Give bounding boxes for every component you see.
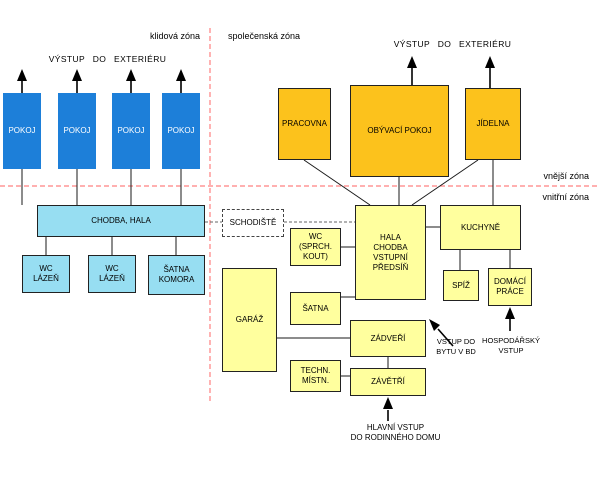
zone-label-social: společenská zóna — [228, 31, 301, 41]
room-schodiste: SCHODIŠTĚ — [222, 209, 284, 237]
room-wc-lazen-2: WC LÁZEŇ — [88, 255, 136, 293]
zone-boundary-lines — [0, 28, 600, 404]
room-obyvaci-pokoj: OBÝVACÍ POKOJ — [350, 85, 449, 177]
room-pokoj-3: POKOJ — [112, 93, 150, 169]
room-pokoj-4: POKOJ — [162, 93, 200, 169]
room-kuchyne: KUCHYNĚ — [440, 205, 521, 250]
room-zavetri: ZÁVĚTŘÍ — [350, 368, 426, 396]
room-pokoj-2: POKOJ — [58, 93, 96, 169]
room-connection-lines — [21, 159, 511, 377]
room-wc-lazen-1: WC LÁZEŇ — [22, 255, 70, 293]
room-spiz: SPÍŽ — [443, 270, 479, 301]
flat-entry-arrow — [429, 319, 454, 347]
exit-exterior-label-left: VÝSTUP DO EXTERIÉRU — [48, 54, 167, 64]
entry-main-label: HLAVNÍ VSTUP DO RODINNÉHO DOMU — [350, 423, 441, 443]
room-domaci-prace: DOMÁCÍ PRÁCE — [488, 268, 532, 306]
room-hala-chodba: HALA CHODBA VSTUPNÍ PŘEDSÍŇ — [355, 205, 426, 300]
room-chodba-hala: CHODBA, HALA — [37, 205, 205, 237]
zone-label-outer: vnější zóna — [543, 171, 589, 181]
room-zadveri: ZÁDVEŘÍ — [350, 320, 426, 357]
exit-arrows-left — [17, 69, 186, 93]
room-wc-sprch: WC (SPRCH. KOUT) — [290, 228, 341, 266]
room-satna: ŠATNA — [290, 292, 341, 325]
room-pracovna: PRACOVNA — [278, 88, 331, 160]
exit-arrows-right — [407, 56, 495, 88]
room-satna-komora: ŠATNA KOMORA — [148, 255, 205, 295]
entry-flat-label: VSTUP DO BYTU V BD — [436, 337, 476, 356]
main-entry-arrow — [383, 397, 393, 421]
zone-label-inner: vnitřní zóna — [542, 192, 589, 202]
exit-exterior-label-right: VÝSTUP DO EXTERIÉRU — [393, 39, 512, 49]
entry-service-label: HOSPODÁŘSKÝ VSTUP — [482, 336, 540, 355]
zone-label-quiet: klidová zóna — [149, 31, 200, 41]
room-garaz: GARÁŽ — [222, 268, 277, 372]
room-jidelna: JÍDELNA — [465, 88, 521, 160]
room-pokoj-1: POKOJ — [3, 93, 41, 169]
room-techn-mistn: TECHN. MÍSTN. — [290, 360, 341, 392]
service-entry-arrow — [505, 307, 515, 331]
